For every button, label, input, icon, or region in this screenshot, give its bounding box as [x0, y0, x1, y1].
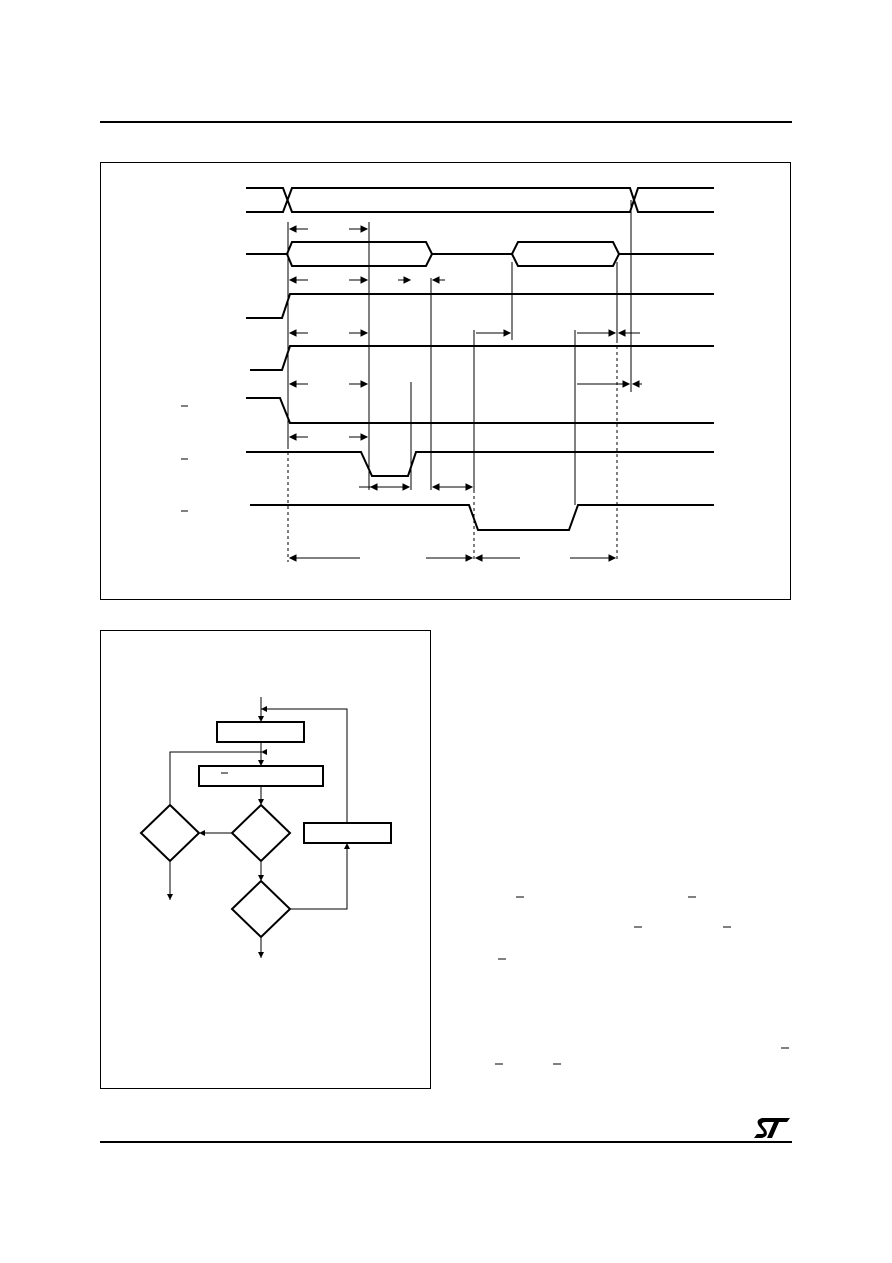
st-logo-icon — [754, 1118, 790, 1138]
footer-rule — [100, 1141, 792, 1143]
header-rule — [100, 121, 792, 123]
flowchart-frame — [100, 630, 431, 1089]
timing-diagram-frame — [100, 162, 791, 600]
